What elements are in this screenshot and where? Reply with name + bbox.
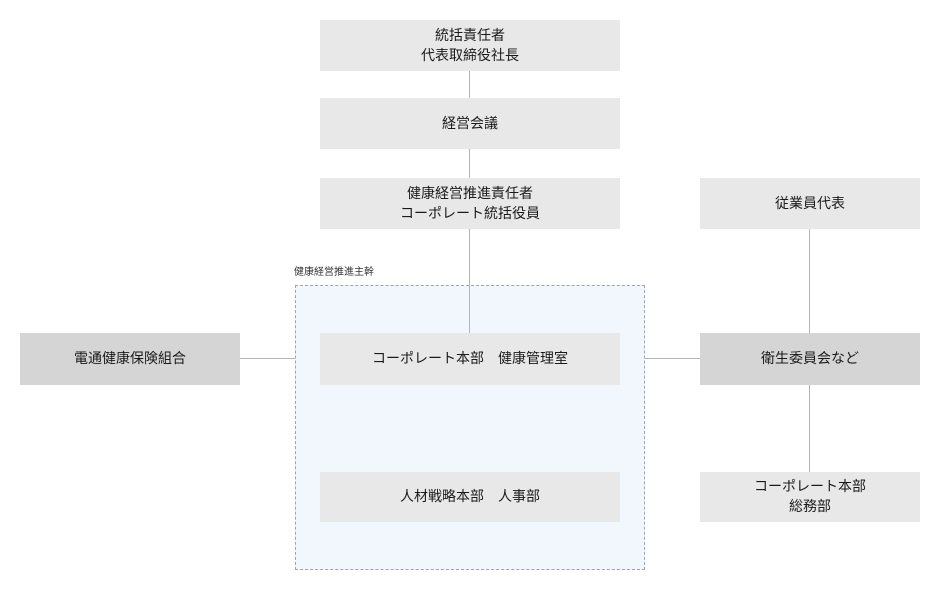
promotion-officer-role: コーポレート統括役員: [400, 205, 540, 222]
connector-officer-office: [469, 229, 470, 333]
health-insurance-node: 電通健康保険組合: [20, 333, 240, 385]
employee-rep-label: 従業員代表: [775, 195, 845, 212]
management-meeting-label: 経営会議: [442, 115, 498, 132]
connector-committee-affairs: [809, 385, 810, 472]
health-office-label: コーポレート本部 健康管理室: [372, 351, 568, 367]
hr-department-label: 人材戦略本部 人事部: [400, 489, 540, 505]
connector-meeting-officer: [469, 149, 470, 178]
health-office-node: コーポレート本部 健康管理室: [320, 333, 620, 385]
chief-role: 代表取締役社長: [421, 47, 519, 64]
chief-node: 統括責任者 代表取締役社長: [320, 20, 620, 71]
health-committee-label: 衛生委員会など: [761, 351, 859, 367]
general-affairs-node: コーポレート本部 総務部: [700, 472, 920, 522]
management-meeting-node: 経営会議: [320, 98, 620, 149]
health-committee-node: 衛生委員会など: [700, 333, 920, 385]
promotion-officer-node: 健康経営推進責任者 コーポレート統括役員: [320, 178, 620, 229]
general-affairs-department: 総務部: [789, 499, 831, 515]
connector-insurance-office: [240, 358, 320, 359]
promotion-group-box: [295, 285, 645, 570]
chief-title: 統括責任者: [435, 27, 505, 44]
hr-department-node: 人材戦略本部 人事部: [320, 472, 620, 522]
connector-office-committee: [620, 358, 700, 359]
health-insurance-label: 電通健康保険組合: [74, 351, 186, 367]
connector-officer-office-inner: [469, 285, 470, 333]
connector-chief-meeting: [469, 71, 470, 98]
promotion-officer-title: 健康経営推進責任者: [407, 185, 533, 202]
general-affairs-division: コーポレート本部: [754, 479, 866, 495]
promotion-group-label: 健康経営推進主幹: [294, 267, 374, 278]
employee-rep-node: 従業員代表: [700, 178, 920, 229]
connector-rep-committee: [809, 229, 810, 333]
